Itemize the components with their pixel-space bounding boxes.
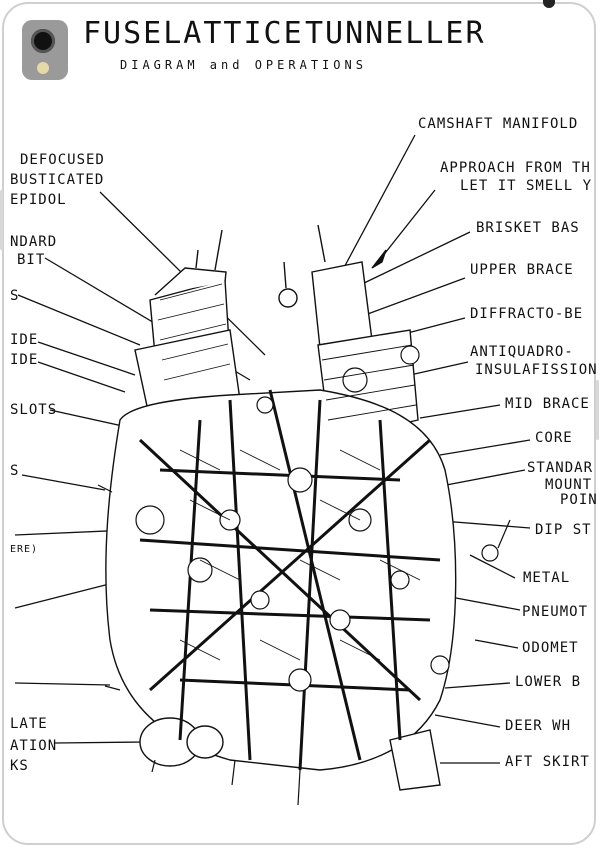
title-left: FUSELATTICE — [83, 16, 304, 51]
label-s-top: S — [10, 288, 20, 304]
label-smell: LET IT SMELL Y — [460, 178, 593, 194]
label-busticated: BUSTICATED — [10, 172, 105, 188]
label-ide-2: IDE — [10, 352, 39, 368]
label-brisket: BRISKET BAS — [476, 220, 580, 236]
label-dip: DIP ST — [535, 522, 592, 538]
label-odomet: ODOMET — [522, 640, 579, 656]
label-ation: ATION — [10, 738, 58, 754]
label-insulafission: INSULAFISSION — [475, 362, 598, 378]
label-approach: APPROACH FROM TH — [440, 160, 591, 176]
label-lower: LOWER B — [515, 674, 582, 690]
label-late: LATE — [10, 716, 48, 732]
camera-cutout — [22, 20, 68, 80]
flash-icon — [37, 62, 49, 74]
side-button — [0, 190, 3, 250]
label-ks: KS — [10, 758, 29, 774]
label-aft-skirt: AFT SKIRT — [505, 754, 590, 770]
label-standard: STANDAR — [527, 460, 594, 476]
label-mid-brace: MID BRACE — [505, 396, 590, 412]
label-core: CORE — [535, 430, 573, 446]
side-button — [596, 380, 599, 440]
subtitle: DIAGRAM and OPERATIONS — [120, 58, 367, 72]
label-pneumo: PNEUMOT — [522, 604, 589, 620]
label-metal: METAL — [523, 570, 571, 586]
label-epidol: EPIDOL — [10, 192, 67, 208]
label-ide-1: IDE — [10, 332, 39, 348]
label-diffracto: DIFFRACTO-BE — [470, 306, 584, 322]
label-camshaft: CAMSHAFT MANIFOLD — [418, 116, 579, 132]
camera-lens-icon — [31, 29, 55, 53]
label-s-mid: S — [10, 463, 20, 479]
label-ere: ERE) — [10, 544, 39, 555]
sensor-dot — [543, 0, 555, 8]
label-ndard: NDARD — [10, 234, 58, 250]
label-mount: MOUNT — [545, 477, 593, 493]
label-upper-brace: UPPER BRACE — [470, 262, 574, 278]
label-deer: DEER WH — [505, 718, 572, 734]
label-slots: SLOTS — [10, 402, 58, 418]
label-antiquadro: ANTIQUADRO- — [470, 344, 574, 360]
title-right: TUNNELLER — [305, 16, 486, 51]
label-defocused: DEFOCUSED — [20, 152, 105, 168]
label-bit: BIT — [17, 252, 46, 268]
label-point: POIN — [560, 492, 598, 508]
